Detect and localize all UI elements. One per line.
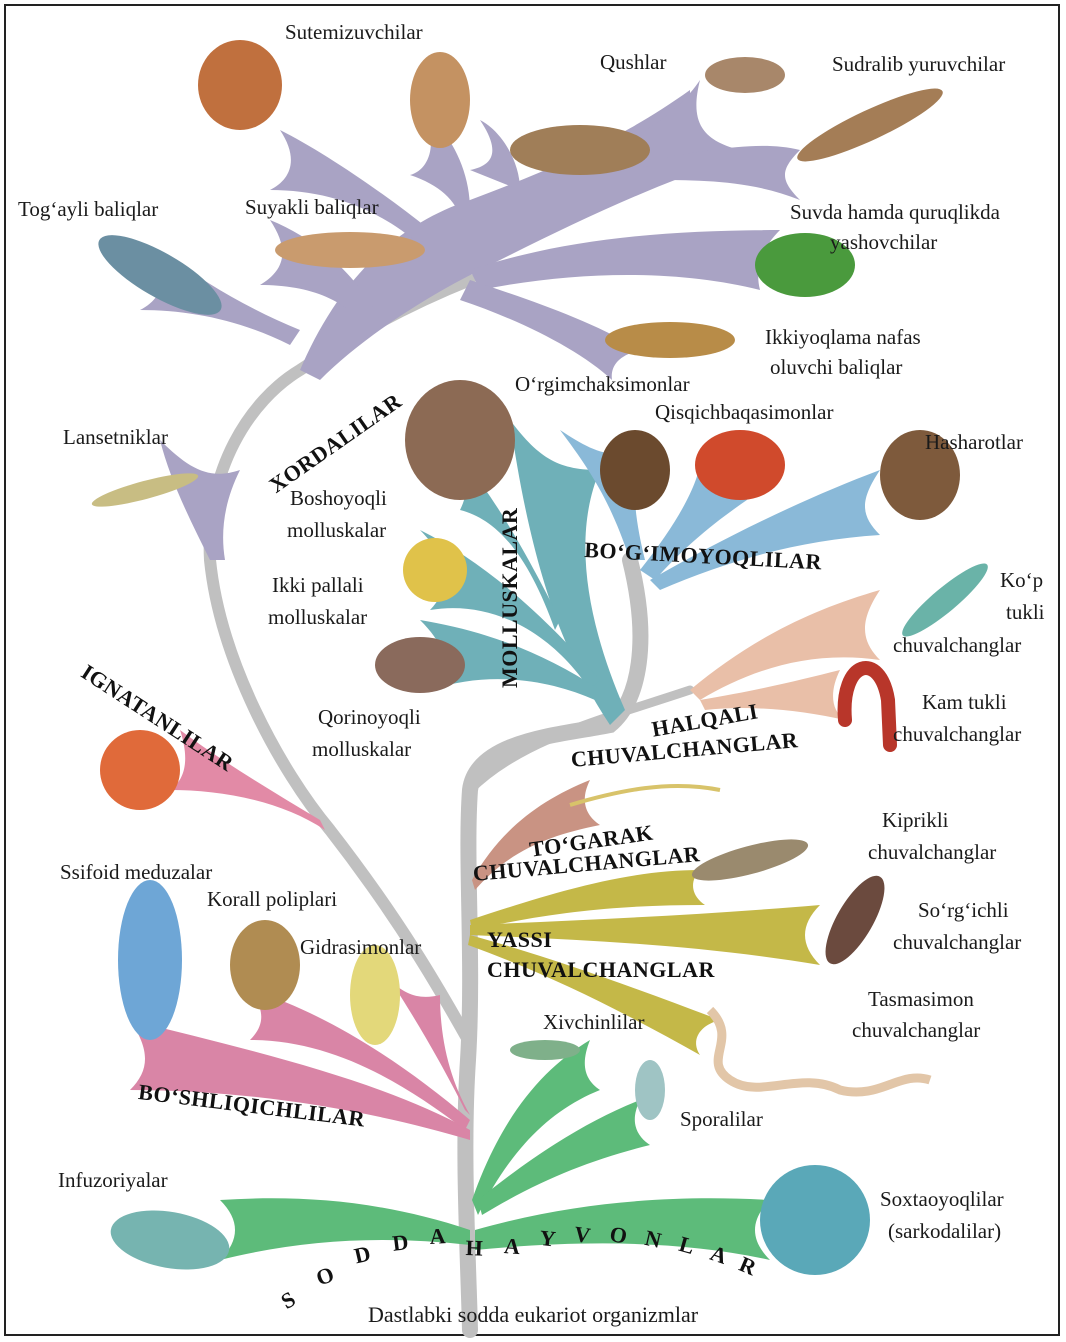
roundworm-illustration	[570, 786, 720, 805]
jellyfish-illustration	[118, 880, 182, 1040]
label-sorgichli-1: So‘rg‘ichli	[918, 898, 1009, 924]
label-tasmasimon-2: chuvalchanglar	[852, 1018, 980, 1044]
label-qorinoyoqli-2: molluskalar	[312, 737, 411, 763]
label-hasharotlar: Hasharotlar	[925, 430, 1023, 456]
lizard-illustration	[791, 78, 949, 173]
planaria-illustration	[688, 831, 811, 889]
label-sorgichli-2: chuvalchanglar	[893, 930, 1021, 956]
fish-illustration	[275, 232, 425, 268]
snail-illustration	[375, 637, 465, 693]
label-boshoyoqli-2: molluskalar	[287, 518, 386, 544]
earthworm-illustration	[845, 668, 890, 745]
fluke-illustration	[814, 868, 895, 973]
label-soxtaoyoqli-1: Soxtaoyoqlilar	[880, 1187, 1004, 1213]
paramecium-illustration	[106, 1202, 234, 1278]
group-hayvonlar-letter-3: Y	[538, 1226, 557, 1252]
tree-caption: Dastlabki sodda eukariot organizmlar	[0, 1302, 1066, 1328]
coral-illustration	[230, 920, 300, 1010]
label-sporalilar: Sporalilar	[680, 1107, 763, 1133]
group-molluskalar: MOLLUSKALAR	[498, 508, 522, 688]
label-koptukli-3: chuvalchanglar	[893, 633, 1021, 659]
label-orgimchak: O‘rgimchaksimonlar	[515, 372, 690, 398]
label-ikkiyoqlama-2: oluvchi baliqlar	[770, 355, 902, 381]
label-sudralib: Sudralib yuruvchilar	[832, 52, 1005, 78]
kangaroo-illustration	[410, 52, 470, 148]
amoeba-illustration	[760, 1165, 870, 1275]
group-yassi-1: YASSI	[487, 928, 552, 952]
label-kiprikli-1: Kiprikli	[882, 808, 949, 834]
label-tasmasimon-1: Tasmasimon	[868, 987, 974, 1013]
platypus-illustration	[510, 125, 650, 175]
group-yassi-2: CHUVALCHANGLAR	[487, 958, 715, 982]
label-ikkiyoqlama-1: Ikkiyoqlama nafas	[765, 325, 921, 351]
label-qisqichbaqa: Qisqichbaqasimonlar	[655, 400, 833, 426]
bird-illustration	[705, 57, 785, 93]
sporozoan-illustration	[635, 1060, 665, 1120]
label-kamtukli-2: chuvalchanglar	[893, 722, 1021, 748]
group-hayvonlar-letter-4: V	[573, 1222, 593, 1248]
shark-illustration	[88, 221, 231, 329]
squirrel-illustration	[198, 40, 282, 130]
label-koptukli-2: tukli	[1006, 600, 1045, 626]
label-suvda-2: yashovchilar	[830, 230, 937, 256]
crab-illustration	[695, 430, 785, 500]
label-qorinoyoqli-1: Qorinoyoqli	[318, 705, 421, 731]
label-suyakli: Suyakli baliqlar	[245, 195, 379, 221]
label-korall: Korall poliplari	[207, 887, 337, 913]
euglena-illustration	[510, 1040, 580, 1060]
label-ikkipallali-2: molluskalar	[268, 605, 367, 631]
label-xivchinlilar: Xivchinlilar	[543, 1010, 644, 1036]
label-lansetniklar: Lansetniklar	[63, 425, 168, 451]
group-sodda-letter-4: D	[391, 1230, 410, 1256]
group-sodda-letter-5: A	[429, 1224, 447, 1249]
label-koptukli-1: Ko‘p	[1000, 568, 1043, 594]
group-hayvonlar-letter-1: H	[465, 1236, 483, 1261]
label-sutemizuvchilar: Sutemizuvchilar	[285, 20, 423, 46]
label-suvda-1: Suvda hamda quruqlikda	[790, 200, 1000, 226]
label-boshoyoqli-1: Boshoyoqli	[290, 486, 387, 512]
starfish-illustration	[100, 730, 180, 810]
scallop-illustration	[403, 538, 467, 602]
label-infuzoriyalar: Infuzoriyalar	[58, 1168, 168, 1194]
group-hayvonlar-letter-2: A	[503, 1234, 521, 1259]
label-ikkipallali-1: Ikki pallali	[272, 573, 364, 599]
label-kamtukli-1: Kam tukli	[922, 690, 1007, 716]
label-soxtaoyoqli-2: (sarkodalilar)	[888, 1219, 1001, 1245]
spider-illustration	[600, 430, 670, 510]
octopus-illustration	[405, 380, 515, 500]
label-qushlar: Qushlar	[600, 50, 667, 76]
polychaete-illustration	[895, 555, 995, 644]
label-gidrasimon: Gidrasimonlar	[300, 935, 421, 961]
label-kiprikli-2: chuvalchanglar	[868, 840, 996, 866]
label-ssifoid: Ssifoid meduzalar	[60, 860, 212, 886]
lungfish-illustration	[605, 322, 735, 358]
label-togayli: Tog‘ayli baliqlar	[18, 197, 158, 223]
